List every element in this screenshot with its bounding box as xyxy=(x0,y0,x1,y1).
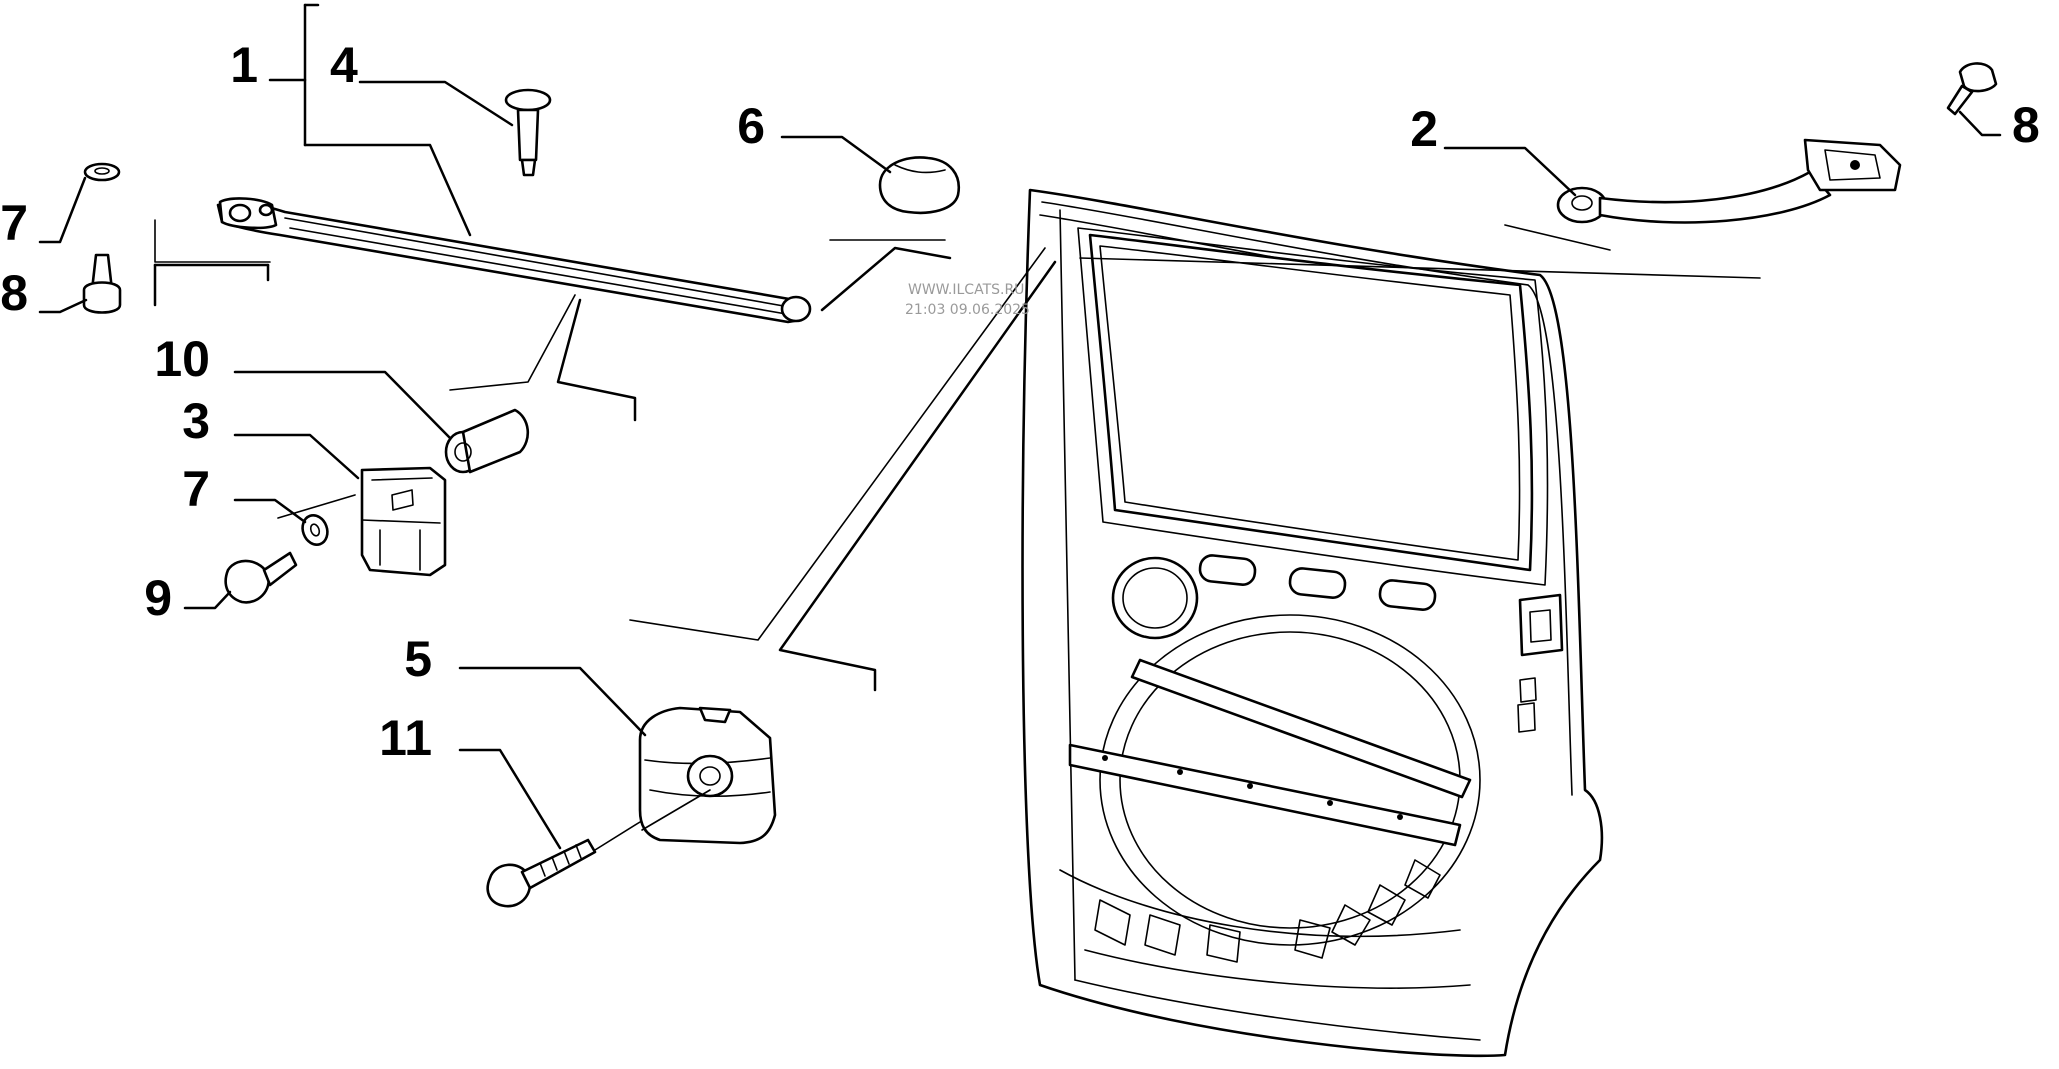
cap-part-6 xyxy=(878,156,961,215)
callout-7-middle: 7 xyxy=(182,461,210,517)
lock-housing-part-5 xyxy=(638,706,777,845)
callout-9: 9 xyxy=(144,570,172,626)
pin-part-4 xyxy=(504,88,552,177)
assembly-lines xyxy=(153,219,1761,851)
washer-part-7-middle xyxy=(301,514,329,546)
callout-8-right: 8 xyxy=(2012,97,2040,153)
callout-2: 2 xyxy=(1410,101,1438,157)
callout-11: 11 xyxy=(379,710,432,766)
callout-6: 6 xyxy=(737,98,765,154)
washer-part-7-left xyxy=(83,162,121,182)
callout-5: 5 xyxy=(404,631,432,687)
watermark-timestamp: 21:03 09.06.2025 xyxy=(905,302,1030,318)
screw-part-9 xyxy=(224,551,298,604)
bolt-part-8-top-right xyxy=(1946,62,1998,116)
callout-1: 1 xyxy=(230,37,258,93)
plug-part-10 xyxy=(444,408,529,474)
callout-labels: 1 2 3 4 5 6 7 7 8 8 9 10 11 xyxy=(0,37,2040,766)
bolt-part-8-left xyxy=(82,253,122,314)
callout-10: 10 xyxy=(154,331,210,387)
callout-7-left: 7 xyxy=(0,195,28,251)
watermark-site: WWW.ILCATS.RU xyxy=(908,282,1024,298)
upper-guide-rail xyxy=(216,197,812,324)
callout-4: 4 xyxy=(330,37,358,93)
watermark: WWW.ILCATS.RU 21:03 09.06.2025 xyxy=(905,282,1030,318)
bracket-part-3 xyxy=(360,466,447,577)
callout-3: 3 xyxy=(182,393,210,449)
hinge-arm-part-2 xyxy=(1556,138,1902,224)
bolt-part-11 xyxy=(486,838,597,908)
leader-lines xyxy=(38,3,2002,850)
sliding-door-panel xyxy=(1021,188,1604,1058)
callout-8-left: 8 xyxy=(0,265,28,321)
